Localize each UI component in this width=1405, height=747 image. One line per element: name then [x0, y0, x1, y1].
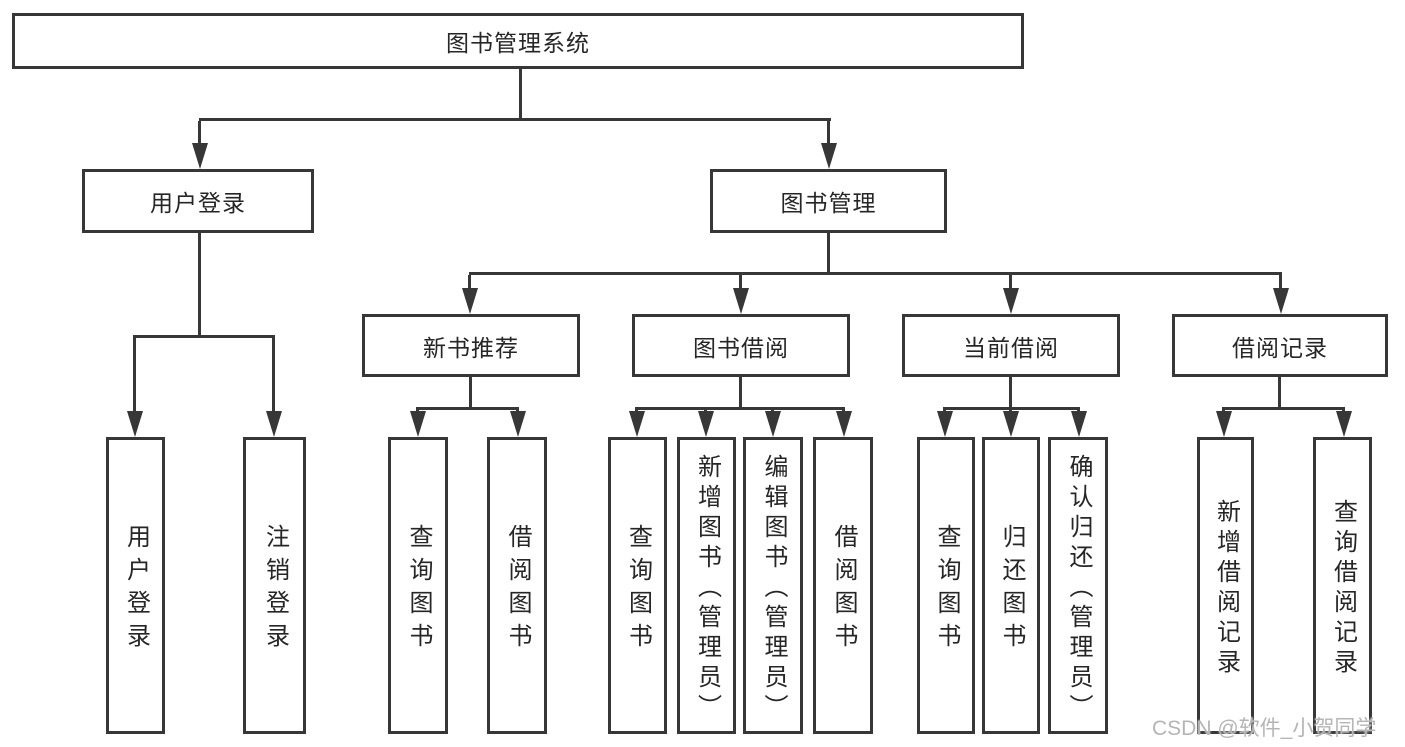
leaf-bb-borrow-books: 借阅图书 [813, 437, 873, 734]
leaf-br-add-record: 新增借阅记录 [1197, 437, 1254, 734]
node-new-book-recommend: 新书推荐 [362, 314, 580, 377]
connector-line [635, 407, 845, 410]
connector-line [133, 335, 275, 338]
arrow-down-icon [835, 409, 852, 437]
connector-line [943, 407, 1080, 410]
connector-line [1222, 407, 1345, 410]
connector-line [519, 68, 522, 121]
leaf-bb-edit-books-label: 编辑图书（管理员） [760, 453, 787, 724]
arrow-down-icon [1335, 409, 1352, 437]
arrow-down-icon [1070, 409, 1087, 437]
node-root: 图书管理系统 [12, 13, 1024, 69]
node-book-borrowing-label: 图书借阅 [693, 334, 789, 361]
leaf-bb-query-books-label: 查询图书 [624, 524, 652, 656]
node-new-book-recommend-label: 新书推荐 [423, 334, 519, 361]
arrow-down-icon [1002, 275, 1019, 314]
arrow-down-icon [764, 409, 781, 437]
node-user-login: 用户登录 [82, 169, 314, 233]
leaf-br-add-record-label: 新增借阅记录 [1212, 498, 1240, 679]
arrow-down-icon [1002, 409, 1019, 437]
arrow-down-icon [461, 275, 478, 314]
leaf-bb-add-books: 新增图书（管理员） [677, 437, 736, 734]
arrow-down-icon [732, 275, 749, 314]
leaf-nb-query-books-label: 查询图书 [405, 524, 432, 656]
connector-line [1278, 377, 1281, 410]
arrow-down-icon [409, 409, 426, 437]
watermark: CSDN @软件_小贺同学 [1152, 717, 1377, 740]
arrow-down-icon [1215, 409, 1232, 437]
leaf-bb-add-books-label: 新增图书（管理员） [693, 453, 721, 724]
leaf-cb-return-books-label: 归还图书 [998, 524, 1025, 656]
leaf-cb-confirm-return-label: 确认归还（管理员） [1065, 453, 1092, 724]
node-current-borrowing: 当前借阅 [902, 314, 1120, 377]
leaf-bb-edit-books: 编辑图书（管理员） [743, 437, 803, 734]
node-root-label: 图书管理系统 [446, 30, 590, 56]
leaf-nb-query-books: 查询图书 [388, 437, 448, 734]
leaf-bb-borrow-books-label: 借阅图书 [830, 524, 857, 656]
leaf-nb-borrow-books-label: 借阅图书 [504, 524, 531, 656]
arrow-down-icon [191, 121, 208, 169]
leaf-user-login: 用户登录 [106, 437, 165, 734]
node-borrowing-records-label: 借阅记录 [1232, 334, 1328, 361]
node-borrowing-records: 借阅记录 [1172, 314, 1388, 377]
arrow-down-icon [697, 409, 714, 437]
node-book-management: 图书管理 [710, 169, 947, 233]
connector-line [198, 232, 201, 338]
arrow-down-icon [509, 409, 526, 437]
leaf-logout: 注销登录 [243, 437, 306, 734]
leaf-cb-query-books: 查询图书 [917, 437, 975, 734]
leaf-bb-query-books: 查询图书 [608, 437, 667, 734]
connector-line [1009, 377, 1012, 410]
leaf-cb-query-books-label: 查询图书 [933, 524, 960, 656]
node-current-borrowing-label: 当前借阅 [963, 334, 1059, 361]
leaf-nb-borrow-books: 借阅图书 [487, 437, 547, 734]
arrow-down-icon [936, 409, 953, 437]
arrow-down-icon [820, 121, 837, 169]
leaf-cb-confirm-return: 确认归还（管理员） [1048, 437, 1108, 734]
connector-line [739, 377, 742, 410]
leaf-user-login-label: 用户登录 [122, 524, 150, 656]
node-book-borrowing: 图书借阅 [632, 314, 850, 377]
node-user-login-label: 用户登录 [150, 190, 246, 216]
node-book-management-label: 图书管理 [780, 190, 877, 216]
connector-line [469, 272, 1282, 275]
leaf-cb-return-books: 归还图书 [982, 437, 1040, 734]
connector-line [827, 233, 830, 275]
arrow-down-icon [265, 338, 282, 437]
connector-line [199, 118, 831, 121]
leaf-br-query-record-label: 查询借阅记录 [1329, 498, 1357, 679]
leaf-br-query-record: 查询借阅记录 [1313, 437, 1372, 734]
connector-line [469, 377, 472, 410]
arrow-down-icon [1272, 275, 1289, 314]
connector-line [416, 407, 519, 410]
arrow-down-icon [628, 409, 645, 437]
arrow-down-icon [126, 338, 143, 437]
leaf-logout-label: 注销登录 [261, 524, 289, 656]
